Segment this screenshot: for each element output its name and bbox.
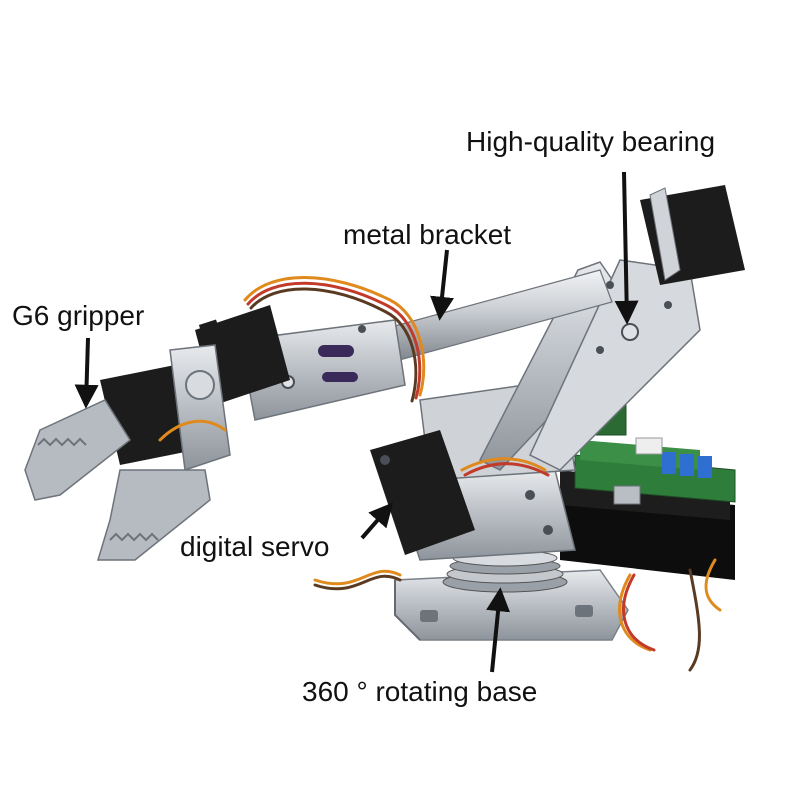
arrow-bearing — [614, 171, 639, 325]
shoulder-servo — [640, 185, 745, 285]
callout-digital-servo: digital servo — [180, 531, 330, 562]
arrow-servo — [360, 502, 394, 540]
callout-rotating-base: 360 ° rotating base — [302, 676, 538, 707]
controller-board-stack — [560, 394, 736, 580]
upper-arm-links — [478, 259, 701, 471]
callout-metal-bracket: metal bracket — [343, 219, 512, 250]
arrow-gripper — [74, 337, 99, 409]
callout-high-quality-bearing: High-quality bearing — [466, 126, 716, 157]
gripper-assembly — [24, 344, 231, 561]
arrow-bracket — [430, 249, 454, 321]
callout-g6-gripper: G6 gripper — [12, 300, 145, 331]
callout-arrows — [74, 171, 639, 673]
arrow-base — [486, 587, 511, 673]
forearm-bracket — [239, 319, 406, 421]
servo-wires — [158, 276, 722, 672]
base-servo — [370, 430, 475, 555]
